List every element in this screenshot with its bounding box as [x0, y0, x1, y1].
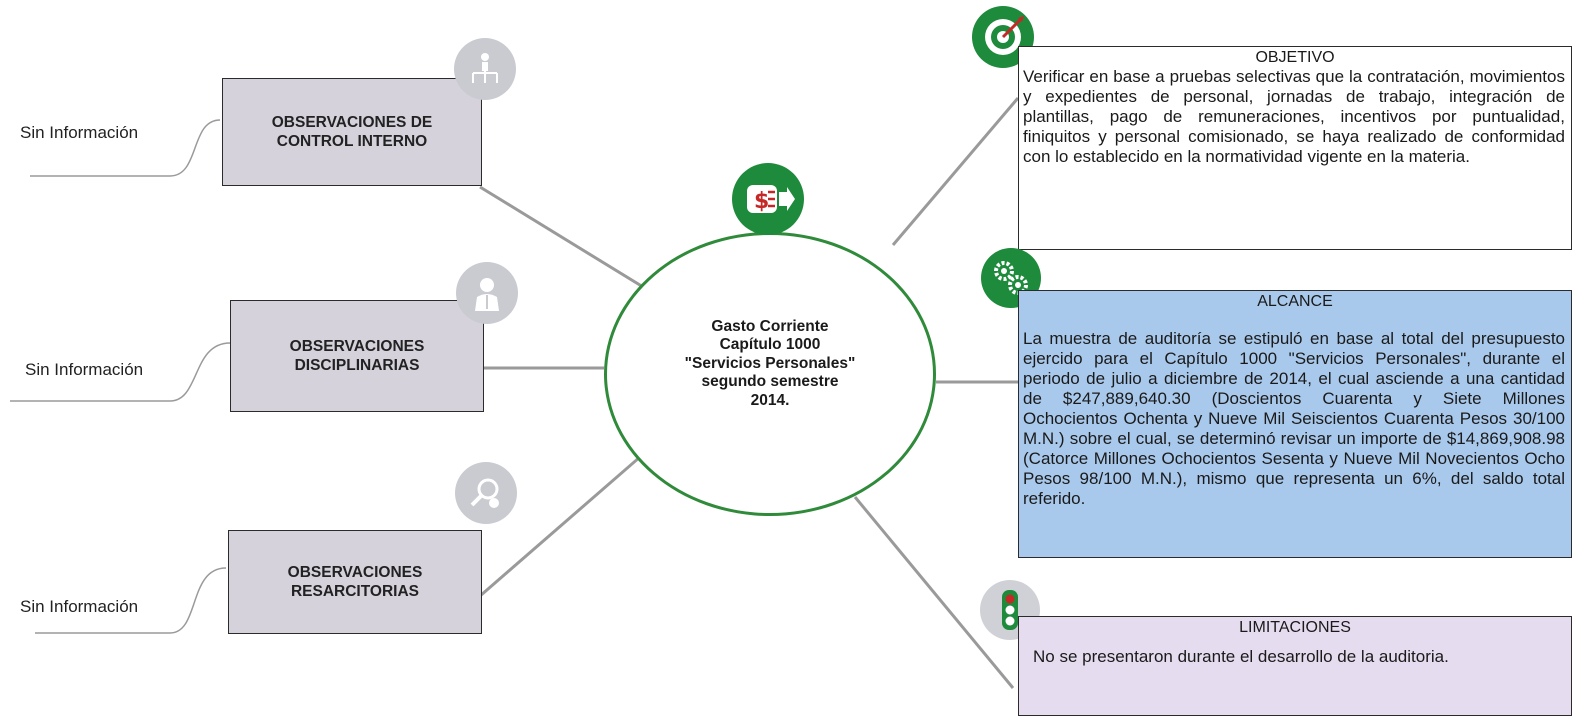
alcance-title: ALCANCE [1257, 293, 1333, 310]
box-control-interno-line1: OBSERVACIONES DE [271, 113, 433, 131]
central-line2: Capítulo 1000 [719, 336, 821, 354]
box-alcance: ALCANCE La muestra de auditoría se estip… [1018, 290, 1572, 558]
limitaciones-body: No se presentaron durante el desarrollo … [1033, 647, 1449, 666]
central-line4: segundo semestre [701, 373, 839, 391]
box-control-interno: OBSERVACIONES DE CONTROL INTERNO [222, 78, 482, 186]
connector-control-interno [479, 185, 649, 292]
alcance-body: La muestra de auditoría se estipuló en b… [1023, 329, 1565, 509]
objetivo-body: Verificar en base a pruebas selectivas q… [1023, 67, 1565, 167]
connector-objetivo [891, 97, 1020, 246]
org-chart-icon [454, 38, 516, 100]
limitaciones-title: LIMITACIONES [1239, 619, 1351, 636]
connector-limitaciones [853, 496, 1015, 689]
leader-disciplinarias [10, 342, 231, 402]
note-control-interno: Sin Información [20, 123, 139, 142]
leader-control-interno [30, 119, 221, 177]
central-line5: 2014. [750, 391, 790, 409]
central-node-title: Gasto Corriente Capítulo 1000 "Servicios… [685, 318, 856, 411]
money-hand-icon: $ [732, 163, 804, 235]
box-objetivo: OBJETIVO Verificar en base a pruebas sel… [1018, 46, 1572, 250]
note-disciplinarias: Sin Información [25, 360, 144, 379]
connector-resarcitorias [479, 448, 649, 598]
box-disciplinarias: OBSERVACIONES DISCIPLINARIAS [230, 300, 484, 412]
leader-resarcitorias [35, 567, 227, 634]
box-disciplinarias-line1: OBSERVACIONES [289, 337, 425, 355]
box-resarcitorias-line1: OBSERVACIONES [287, 563, 423, 581]
svg-text:$: $ [754, 189, 769, 214]
central-node: Gasto Corriente Capítulo 1000 "Servicios… [604, 232, 936, 516]
central-line3: "Servicios Personales" [684, 354, 856, 372]
box-resarcitorias-line2: RESARCITORIAS [290, 583, 420, 600]
box-limitaciones: LIMITACIONES No se presentaron durante e… [1018, 616, 1572, 716]
objetivo-title: OBJETIVO [1255, 49, 1335, 66]
note-resarcitorias: Sin Información [20, 597, 139, 616]
box-disciplinarias-line2: DISCIPLINARIAS [294, 357, 420, 374]
gears-icon [981, 248, 1041, 308]
box-resarcitorias: OBSERVACIONES RESARCITORIAS [228, 530, 482, 634]
box-control-interno-line2: CONTROL INTERNO [276, 133, 428, 150]
magnifier-icon [455, 462, 517, 524]
central-line1: Gasto Corriente [711, 317, 829, 335]
person-icon [456, 262, 518, 324]
